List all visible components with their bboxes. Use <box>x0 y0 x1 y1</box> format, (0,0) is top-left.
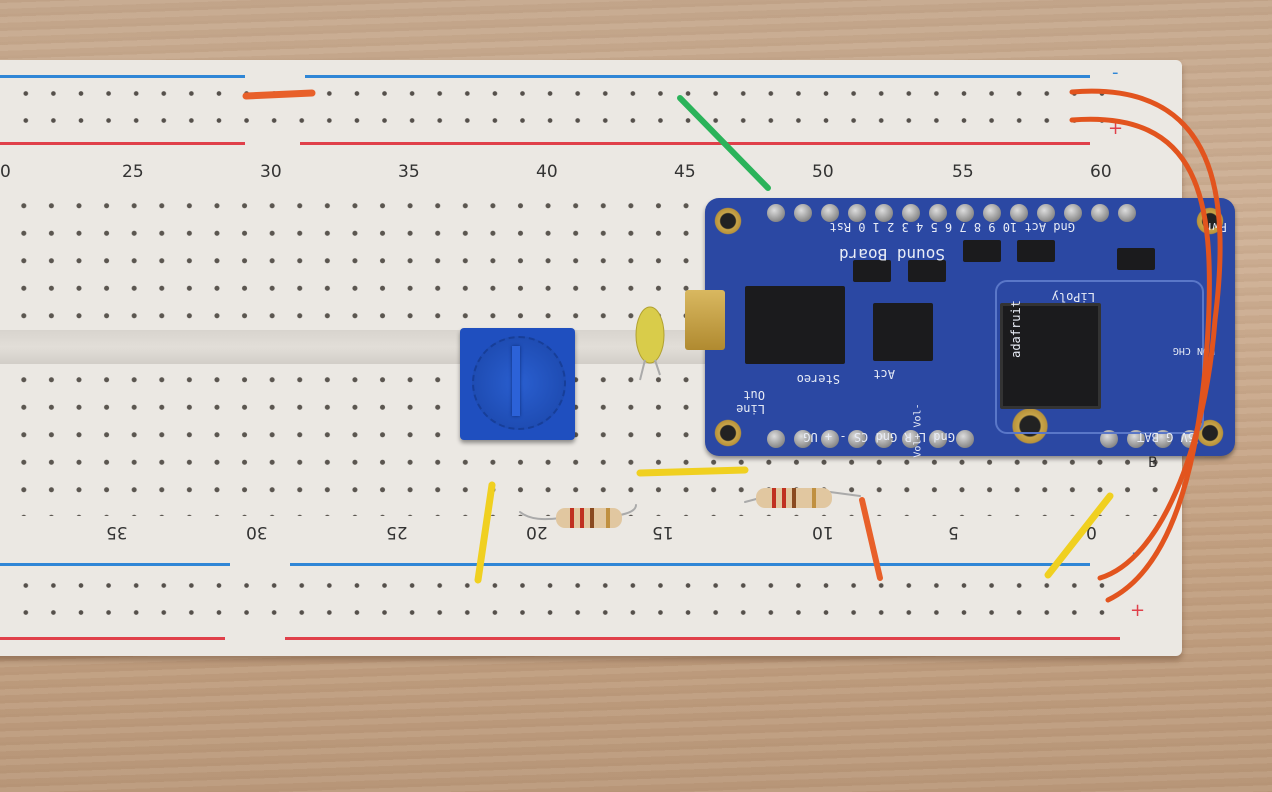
column-number: 55 <box>952 162 974 182</box>
resistor-array <box>963 240 1001 262</box>
bottom-header-pins <box>767 430 974 448</box>
lipoly-charger-area <box>995 280 1204 434</box>
sound-board: Gnd Act 10 9 8 7 6 5 4 3 2 1 0 Rst Pwr S… <box>685 198 1235 458</box>
column-number: 45 <box>674 162 696 182</box>
green-jumper-wire[interactable] <box>677 95 771 191</box>
audio-jack[interactable] <box>745 286 845 364</box>
knob-slot <box>512 346 520 416</box>
lipoly-connector[interactable] <box>1000 303 1101 409</box>
column-number: 50 <box>812 162 834 182</box>
plus-sign: + <box>1130 600 1146 621</box>
ceramic-capacitor[interactable] <box>635 306 665 364</box>
minus-sign: - <box>1112 62 1119 83</box>
column-number: 30 <box>260 162 282 182</box>
top-power-rail <box>12 80 1112 140</box>
mounting-hole <box>1010 406 1050 446</box>
top-blue-rail-line <box>0 75 245 78</box>
bottom-red-rail-line <box>285 637 1120 640</box>
top-red-rail-line <box>0 142 245 145</box>
column-number: 0 <box>0 162 11 182</box>
top-header-pins <box>767 204 1136 222</box>
yellow-jumper-wire[interactable] <box>474 481 496 584</box>
column-number: 60 <box>1090 162 1112 182</box>
row-letter: B <box>1148 455 1158 471</box>
resistor-array <box>908 260 946 282</box>
column-number: 35 <box>398 162 420 182</box>
orange-jumper-wire[interactable] <box>859 497 883 581</box>
yellow-jumper-wire[interactable] <box>1044 492 1114 579</box>
orange-power-wire[interactable] <box>1069 88 1223 581</box>
resistor[interactable] <box>556 508 622 528</box>
audio-jack-metal <box>685 290 725 350</box>
bottom-blue-rail-line <box>290 563 1090 566</box>
column-number: 25 <box>122 162 144 182</box>
resistor-array <box>1017 240 1055 262</box>
top-blue-rail-line <box>305 75 1090 78</box>
top-red-rail-line <box>300 142 1090 145</box>
bottom-red-rail-line <box>0 637 225 640</box>
resistor-array <box>1117 248 1155 270</box>
bottom-power-rail <box>12 572 1112 632</box>
column-number: 40 <box>536 162 558 182</box>
bottom-blue-rail-line <box>0 563 230 566</box>
mounting-hole <box>713 418 743 448</box>
yellow-jumper-wire[interactable] <box>636 466 749 477</box>
orange-jumper-wire[interactable] <box>242 89 316 100</box>
potentiometer[interactable] <box>460 328 575 440</box>
amplifier-chip <box>873 303 933 361</box>
resistor-array <box>853 260 891 282</box>
mounting-hole <box>713 206 743 236</box>
orange-power-wire[interactable] <box>1069 116 1212 603</box>
